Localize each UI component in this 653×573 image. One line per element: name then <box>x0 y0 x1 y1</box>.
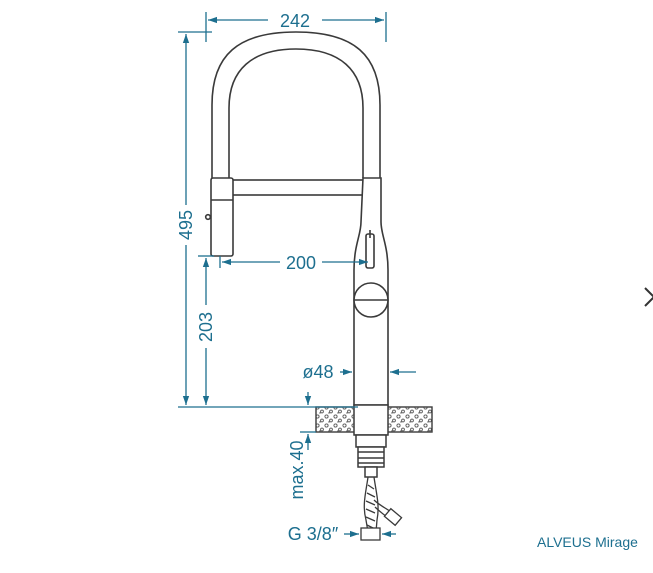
dim-max-deck-label: max.40 <box>287 440 307 499</box>
faucet-outline <box>204 31 389 406</box>
mounting-assembly <box>353 404 389 478</box>
spray-head <box>210 177 234 257</box>
supply-hoses <box>360 476 403 541</box>
lever-stem <box>365 233 375 269</box>
product-caption: ALVEUS Mirage <box>537 534 638 550</box>
dim-reach-label: 200 <box>286 253 316 273</box>
next-image-button[interactable] <box>643 282 653 312</box>
gooseneck-outer <box>211 31 381 178</box>
dimension-lines <box>178 12 416 538</box>
chevron-right-icon <box>644 287 653 307</box>
dim-width-label: 242 <box>280 11 310 31</box>
spout-bar <box>216 179 366 196</box>
gooseneck-inner <box>228 48 364 178</box>
dim-height-label: 495 <box>176 210 196 240</box>
dim-spout-height-label: 203 <box>196 312 216 342</box>
dim-connector-label: G 3/8″ <box>288 524 339 544</box>
dim-diameter-label: ø48 <box>302 362 333 382</box>
